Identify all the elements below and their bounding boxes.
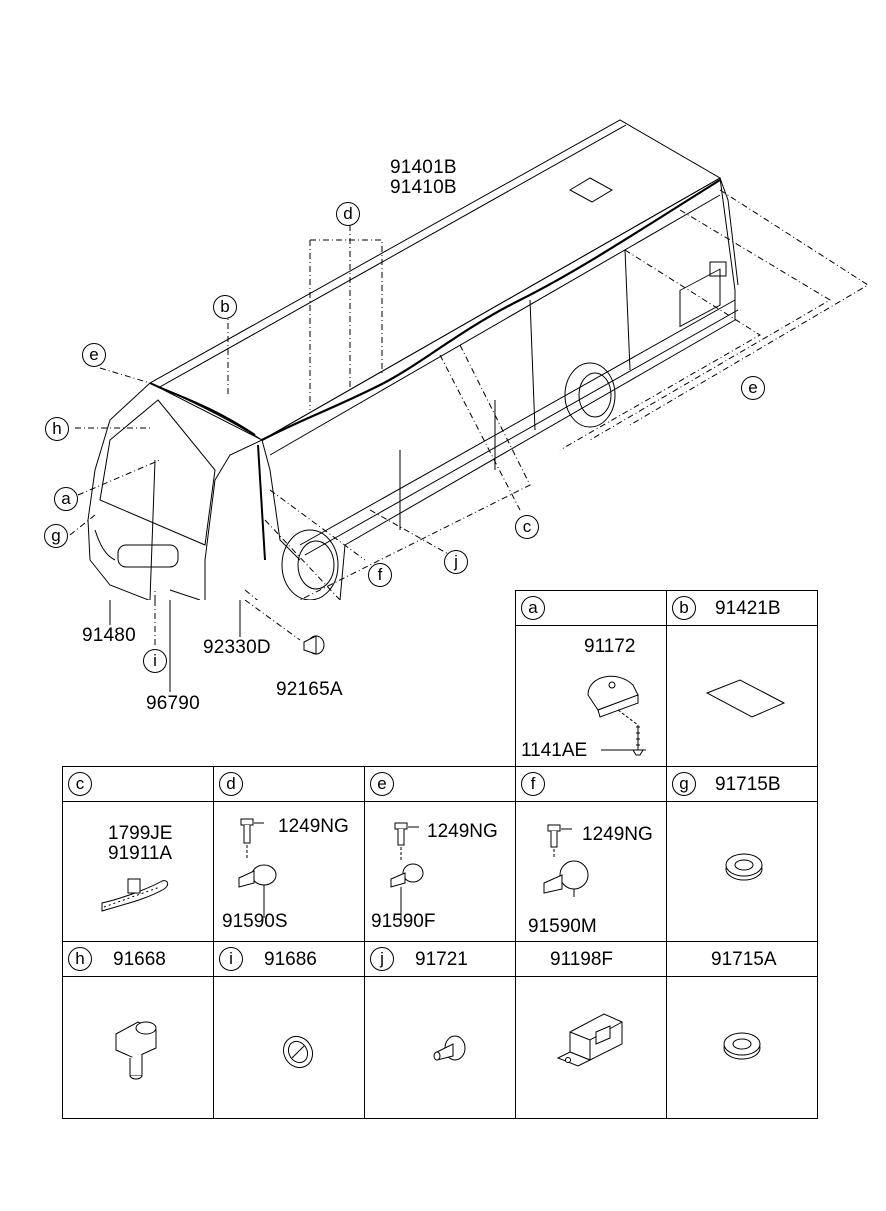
cell-letter-i: i (219, 947, 243, 971)
letter-c-marker: c (515, 515, 539, 539)
callout-96790: 96790 (146, 693, 200, 714)
bracket-91198F-icon (556, 1013, 623, 1067)
callout-92330D: 92330D (203, 637, 271, 658)
part-label-1799JE: 1799JE (108, 823, 173, 844)
part-label-91590M: 91590M (528, 916, 597, 937)
clamp-91590M-icon (543, 824, 589, 897)
cell-letter-b: b (672, 596, 696, 620)
part-label-91172: 91172 (584, 636, 636, 657)
letter-a-marker: a (54, 487, 78, 511)
table-cell-h: h 91668 (62, 941, 214, 1119)
part-label-91911A: 91911A (108, 843, 173, 864)
plug-91686-icon (282, 1035, 314, 1069)
cell-letter-h: h (68, 947, 92, 971)
part-number-91715B: 91715B (715, 774, 781, 795)
table-cell-b: b 91421B (666, 590, 818, 767)
part-number-91686: 91686 (264, 949, 317, 970)
part-number-91668: 91668 (113, 949, 166, 970)
callout-92165A: 92165A (276, 679, 343, 700)
part-label-1249NG-f: 1249NG (582, 824, 653, 845)
callout-91401B: 91401B (390, 157, 457, 178)
letter-e-marker-left: e (82, 343, 106, 367)
grommet-91715A-icon (723, 1032, 761, 1060)
letter-d-marker: d (336, 202, 360, 226)
cell-letter-f: f (521, 772, 545, 796)
table-cell-j: j 91721 (364, 941, 516, 1119)
table-cell-91198F: 91198F (515, 941, 667, 1119)
cell-letter-g: g (672, 772, 696, 796)
clip-91172-icon (587, 675, 644, 756)
table-cell-i: i 91686 (213, 941, 365, 1119)
table-cell-f: f 1249NG 91590M (515, 766, 667, 942)
part-label-91590S: 91590S (222, 911, 288, 932)
part-number-91198F: 91198F (550, 949, 614, 970)
cell-letter-j: j (370, 947, 394, 971)
connector-92165A-icon (303, 635, 325, 655)
cell-letter-c: c (68, 772, 92, 796)
letter-h-marker: h (45, 417, 69, 441)
cable-tie-icon (101, 878, 169, 912)
table-cell-91715A: 91715A (666, 941, 818, 1119)
part-number-91721: 91721 (415, 949, 468, 970)
bus-line-drawing (69, 119, 869, 600)
table-cell-g: g 91715B (666, 766, 818, 942)
cell-letter-e: e (370, 772, 394, 796)
grommet-91715B-icon (725, 853, 763, 881)
letter-e-marker-right: e (741, 376, 765, 400)
clip-91721-icon (433, 1035, 466, 1061)
table-cell-c: c 1799JE 91911A (62, 766, 214, 942)
letter-j-marker: j (444, 550, 468, 574)
table-cell-d: d 1249NG 91590S (213, 766, 365, 942)
part-number-91421B: 91421B (715, 598, 781, 619)
part-label-91590F: 91590F (371, 911, 436, 932)
part-label-1141AE: 1141AE (521, 740, 588, 761)
connector-91668-icon (115, 1021, 157, 1080)
cell-letter-a: a (521, 596, 545, 620)
cell-letter-d: d (219, 772, 243, 796)
table-cell-a: a 91172 1141AE (515, 590, 667, 767)
part-label-1249NG-e: 1249NG (427, 821, 498, 842)
part-label-1249NG-d: 1249NG (278, 816, 349, 837)
bus-wiring-diagram: 91401B 91410B 91480 96790 92330D 92165A … (0, 0, 886, 714)
letter-g-marker: g (44, 524, 68, 548)
clamp-91590S-icon (238, 818, 277, 918)
pad-91421B-icon (705, 679, 786, 718)
callout-91410B: 91410B (390, 177, 457, 198)
leader-1141AE (601, 749, 646, 751)
table-cell-e: e 1249NG 91590F (364, 766, 516, 942)
callout-leaders (109, 600, 301, 692)
letter-i-marker: i (143, 649, 167, 673)
letter-b-marker: b (213, 295, 237, 319)
letter-f-marker: f (368, 563, 392, 587)
callout-91480: 91480 (82, 625, 136, 646)
clamp-91590F-icon (390, 822, 424, 920)
part-number-91715A: 91715A (711, 949, 777, 970)
